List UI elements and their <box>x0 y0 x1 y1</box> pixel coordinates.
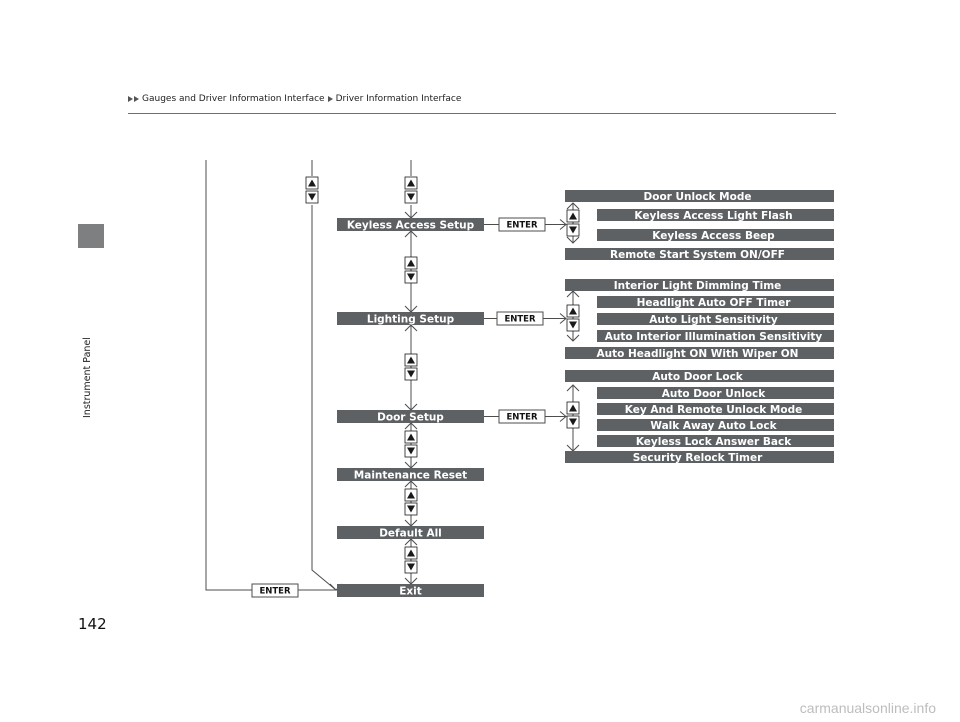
svg-text:Default All: Default All <box>379 527 442 539</box>
svg-text:Auto Door Lock: Auto Door Lock <box>652 371 744 383</box>
breadcrumb: Gauges and Driver Information Interface … <box>128 94 461 104</box>
svg-text:Door Setup: Door Setup <box>377 411 444 423</box>
svg-text:Security Relock Timer: Security Relock Timer <box>633 452 763 464</box>
svg-text:Remote Start System ON/OFF: Remote Start System ON/OFF <box>610 249 785 261</box>
enter-button: ENTER <box>498 409 546 424</box>
submenu-item: Auto Door Lock <box>565 370 834 383</box>
watermark: carmanualsonline.info <box>799 700 936 716</box>
submenu-nav-arrows-icon <box>566 401 580 429</box>
main-nav-arrows-icon <box>404 176 418 204</box>
submenu-item: Walk Away Auto Lock <box>597 419 834 432</box>
svg-text:ENTER: ENTER <box>259 587 291 597</box>
svg-text:Keyless Access Beep: Keyless Access Beep <box>652 230 775 242</box>
svg-text:Keyless Access Light Flash: Keyless Access Light Flash <box>634 210 792 222</box>
svg-text:ENTER: ENTER <box>506 221 538 231</box>
submenu-item: Auto Door Unlock <box>597 387 834 400</box>
svg-text:Exit: Exit <box>399 585 422 597</box>
svg-text:Auto Headlight ON With Wiper O: Auto Headlight ON With Wiper ON <box>597 348 799 360</box>
svg-text:Lighting Setup: Lighting Setup <box>367 313 455 325</box>
main-nav-arrows-icon <box>404 546 418 574</box>
side-tab[interactable] <box>78 224 104 248</box>
submenu-item: Door Unlock Mode <box>565 190 834 203</box>
main-nav-arrows-icon <box>404 256 418 284</box>
svg-text:Keyless Access Setup: Keyless Access Setup <box>347 219 475 231</box>
svg-text:Auto Interior Illumination Sen: Auto Interior Illumination Sensitivity <box>605 331 823 343</box>
submenu-item: Keyless Access Beep <box>597 229 834 242</box>
main-menu-item: Default All <box>337 526 484 539</box>
svg-text:Key And Remote Unlock Mode: Key And Remote Unlock Mode <box>625 404 802 416</box>
breadcrumb-item[interactable]: Gauges and Driver Information Interface <box>142 94 325 104</box>
breadcrumb-item[interactable]: Driver Information Interface <box>335 94 462 104</box>
submenu-item: Key And Remote Unlock Mode <box>597 403 834 416</box>
main-menu-item: Lighting Setup <box>337 312 484 325</box>
submenu-item: Remote Start System ON/OFF <box>565 248 834 261</box>
breadcrumb-arrow-icon <box>327 96 333 102</box>
submenu-item: Keyless Access Light Flash <box>597 209 834 222</box>
svg-text:Walk Away Auto Lock: Walk Away Auto Lock <box>650 420 777 432</box>
enter-button: ENTER <box>498 217 546 232</box>
exit-nav-arrows-icon <box>305 176 319 204</box>
submenu-item: Interior Light Dimming Time <box>565 279 834 292</box>
enter-button: ENTER <box>251 583 299 598</box>
page-number: 142 <box>78 615 107 633</box>
submenu-item: Security Relock Timer <box>565 451 834 464</box>
svg-text:Headlight Auto OFF Timer: Headlight Auto OFF Timer <box>637 297 792 309</box>
main-menu-item: Door Setup <box>337 410 484 423</box>
submenu-nav-arrows-icon <box>566 209 580 237</box>
svg-text:Auto Light Sensitivity: Auto Light Sensitivity <box>649 314 778 326</box>
main-menu-item: Keyless Access Setup <box>337 218 484 231</box>
main-nav-arrows-icon <box>404 353 418 381</box>
main-menu-item: Maintenance Reset <box>337 468 484 481</box>
submenu-nav-arrows-icon <box>566 304 580 332</box>
header-rule <box>128 113 836 114</box>
submenu-item: Headlight Auto OFF Timer <box>597 296 834 309</box>
svg-text:Maintenance Reset: Maintenance Reset <box>354 469 467 481</box>
svg-text:ENTER: ENTER <box>504 315 536 325</box>
svg-text:ENTER: ENTER <box>506 413 538 423</box>
breadcrumb-arrow-icon <box>134 96 139 102</box>
submenu-item: Auto Interior Illumination Sensitivity <box>597 330 834 343</box>
svg-text:Door Unlock Mode: Door Unlock Mode <box>644 191 752 203</box>
main-nav-arrows-icon <box>404 488 418 516</box>
main-menu-item: Exit <box>337 584 484 597</box>
submenu-item: Auto Light Sensitivity <box>597 313 834 326</box>
breadcrumb-arrow-icon <box>128 96 133 102</box>
svg-text:Keyless Lock Answer Back: Keyless Lock Answer Back <box>636 436 792 448</box>
submenu-item: Keyless Lock Answer Back <box>597 435 834 448</box>
svg-text:Auto Door Unlock: Auto Door Unlock <box>662 388 767 400</box>
submenu-item: Auto Headlight ON With Wiper ON <box>565 347 834 360</box>
svg-text:Interior Light Dimming Time: Interior Light Dimming Time <box>614 280 782 292</box>
enter-button: ENTER <box>496 311 544 326</box>
main-nav-arrows-icon <box>404 430 418 458</box>
